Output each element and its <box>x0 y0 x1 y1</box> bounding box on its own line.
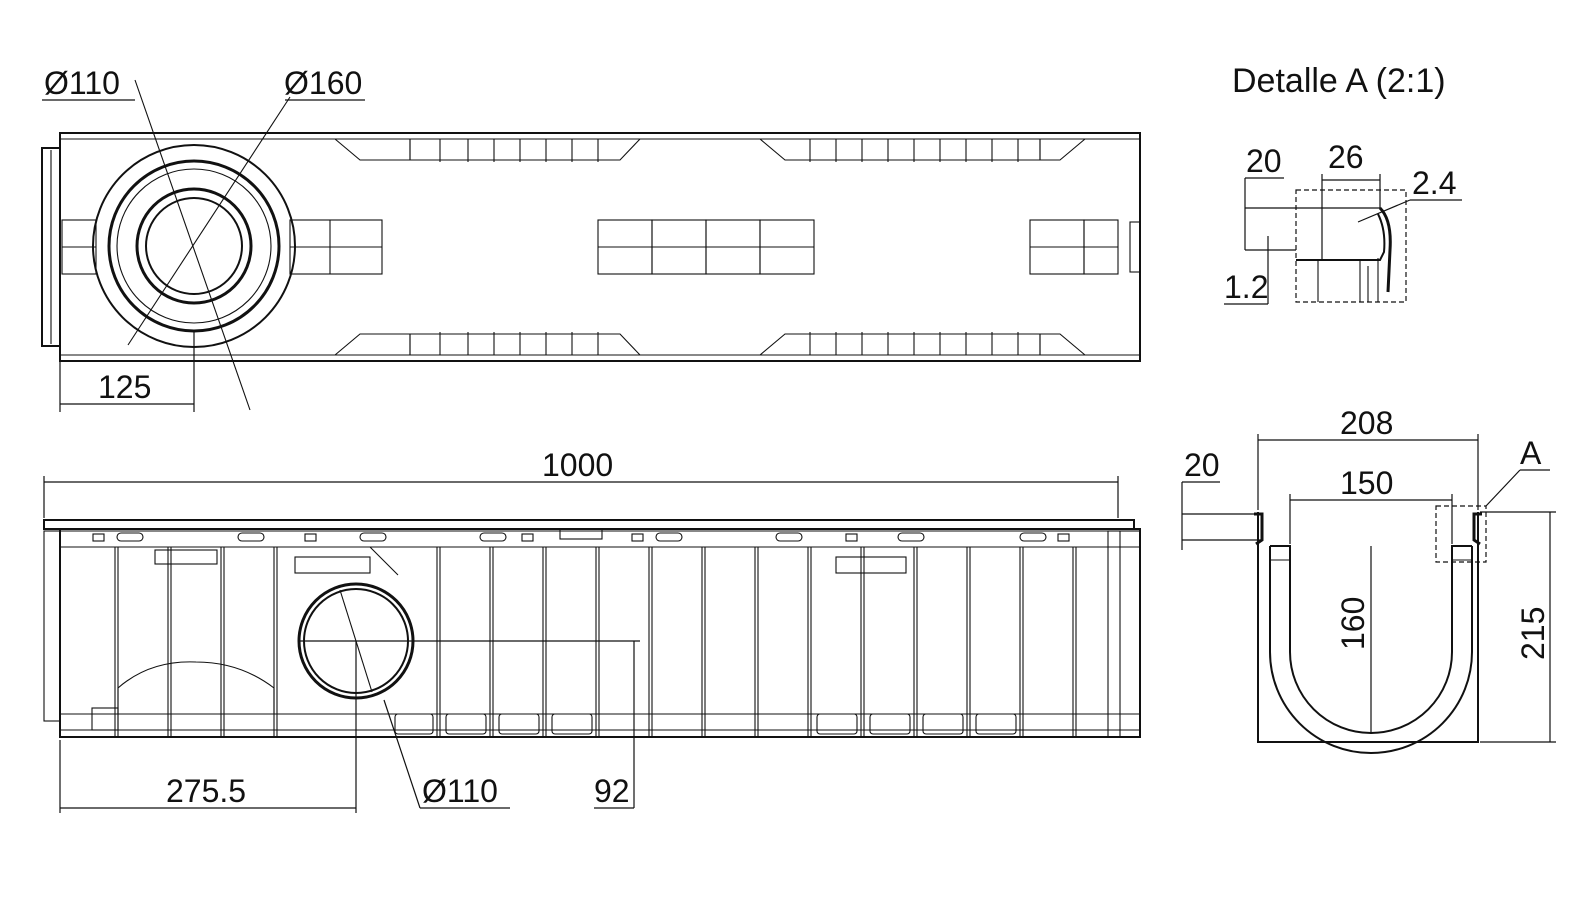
section-depth-inner-label: 160 <box>1335 597 1371 650</box>
detail-d12-label: 1.2 <box>1224 269 1268 305</box>
detail-view: Detalle A (2:1) 20 26 2.4 1.2 <box>1224 62 1462 305</box>
side-view: 1000 275.5 Ø110 92 <box>43 447 1141 813</box>
top-outlet <box>92 79 296 411</box>
top-offset-label: 125 <box>98 369 151 405</box>
side-offset-label: 275.5 <box>166 773 246 809</box>
side-bottom-panels <box>394 713 1017 735</box>
top-view-end-frame <box>41 147 61 347</box>
section-depth-total-label: 215 <box>1515 607 1551 660</box>
side-length-label: 1000 <box>542 447 613 483</box>
detail-frame <box>1295 189 1407 303</box>
side-top-rail <box>43 519 1135 530</box>
top-middle-blocks <box>61 219 1119 275</box>
section-view: A 208 150 20 160 215 <box>1181 405 1556 754</box>
side-view-body <box>59 528 1141 738</box>
top-upper-ribs <box>333 138 1087 162</box>
top-dia-large-label: Ø160 <box>284 65 362 101</box>
detail-d20-label: 20 <box>1246 143 1282 179</box>
detail-a-marker <box>1435 505 1487 563</box>
section-detail-ref-label: A <box>1520 435 1542 471</box>
side-outlet <box>297 582 640 700</box>
side-ribs <box>114 547 1077 737</box>
detail-d24-label: 2.4 <box>1412 165 1456 201</box>
top-lower-ribs <box>333 332 1087 356</box>
detail-title: Detalle A (2:1) <box>1232 62 1446 100</box>
section-width-outer-label: 208 <box>1340 405 1393 441</box>
section-frame-label: 20 <box>1184 447 1220 483</box>
detail-d26-label: 26 <box>1328 139 1364 175</box>
section-width-inner-label: 150 <box>1340 465 1393 501</box>
side-slots <box>92 528 1070 542</box>
side-height-label: 92 <box>594 773 630 809</box>
top-view: Ø110 Ø160 125 <box>41 65 1141 412</box>
side-dia-outlet-label: Ø110 <box>422 773 498 809</box>
top-dia-small-label: Ø110 <box>44 65 120 101</box>
